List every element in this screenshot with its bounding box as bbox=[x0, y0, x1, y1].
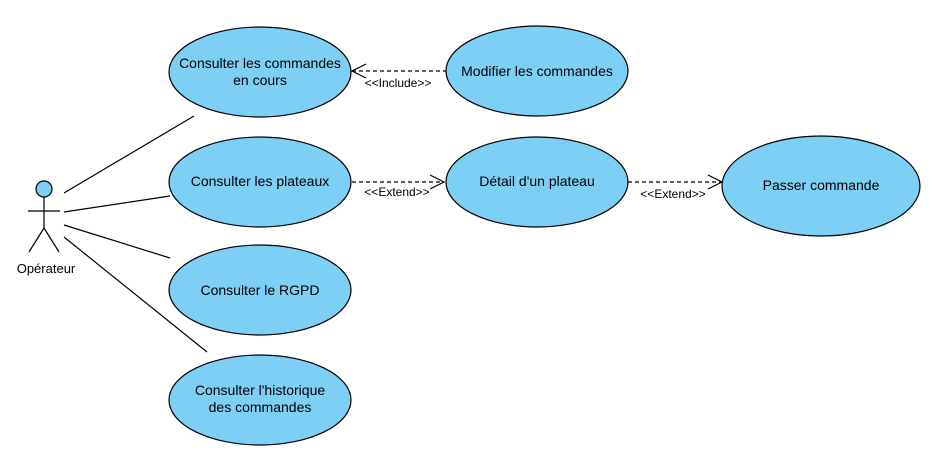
usecase-label: des commandes bbox=[209, 399, 312, 415]
usecase-passer-commande[interactable]: Passer commande bbox=[721, 135, 921, 237]
actor-label: Opérateur bbox=[17, 261, 76, 276]
usecase-consulter-rgpd[interactable]: Consulter le RGPD bbox=[168, 244, 352, 336]
usecase-label: Consulter l'historique bbox=[195, 382, 326, 398]
extend-label-2: <<Extend>> bbox=[640, 187, 705, 201]
usecase-consulter-plateaux[interactable]: Consulter les plateaux bbox=[168, 136, 352, 228]
association-consulter-rgpd bbox=[63, 224, 171, 259]
usecase-detail-plateau[interactable]: Détail d'un plateau bbox=[445, 136, 629, 228]
include-relation: <<Include>> bbox=[350, 63, 447, 90]
extend-label-1: <<Extend>> bbox=[364, 185, 429, 199]
open-arrow-icon bbox=[350, 63, 367, 79]
extend-relation-commande: <<Extend>> bbox=[628, 174, 724, 201]
include-label: <<Include>> bbox=[365, 76, 432, 90]
usecase-label: Consulter le RGPD bbox=[200, 282, 319, 298]
usecase-consulter-commandes[interactable]: Consulter les commandes en cours bbox=[168, 26, 352, 118]
open-arrow-icon bbox=[429, 174, 446, 190]
usecase-label: Consulter les commandes bbox=[179, 55, 341, 71]
association-consulter-commandes bbox=[63, 115, 195, 194]
association-consulter-plateaux bbox=[63, 195, 171, 213]
association-consulter-historique bbox=[63, 236, 208, 353]
usecase-label: Modifier les commandes bbox=[461, 63, 613, 79]
usecase-consulter-historique[interactable]: Consulter l'historique des commandes bbox=[168, 354, 352, 446]
usecase-modifier-commandes[interactable]: Modifier les commandes bbox=[445, 25, 629, 117]
stick-figure-icon bbox=[28, 180, 60, 253]
usecase-label: en cours bbox=[233, 72, 287, 88]
usecase-label: Détail d'un plateau bbox=[479, 173, 595, 189]
actor-operateur[interactable]: Opérateur bbox=[17, 180, 76, 276]
usecase-label: Passer commande bbox=[763, 177, 880, 193]
extend-relation-plateau: <<Extend>> bbox=[352, 174, 446, 199]
associations bbox=[63, 115, 208, 353]
usecase-label: Consulter les plateaux bbox=[191, 173, 330, 189]
